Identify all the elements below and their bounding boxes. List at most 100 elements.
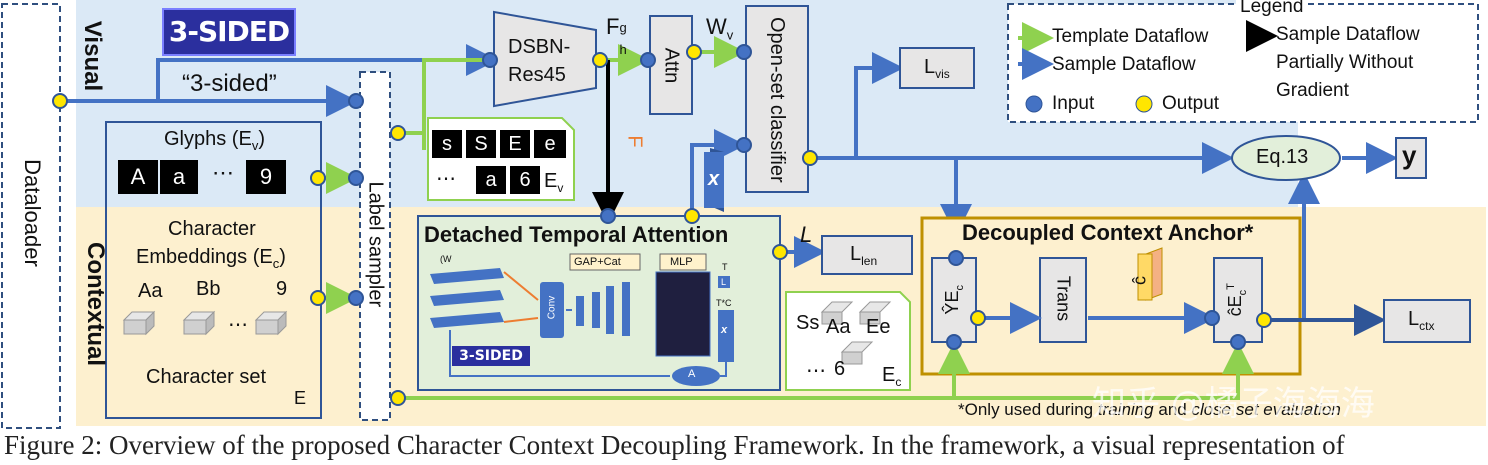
dca-ce-sup: T bbox=[1225, 283, 1238, 290]
legend-template: Template Dataflow bbox=[1052, 26, 1209, 47]
sample-glyph-ellipsis: ⋯ bbox=[436, 168, 456, 190]
dca-chat-label: ĉ bbox=[1129, 276, 1150, 285]
footnote-training: training bbox=[1097, 400, 1154, 419]
llen-label: Llen bbox=[850, 243, 877, 268]
dataloader-label: Dataloader bbox=[20, 159, 45, 267]
label-sampler-box bbox=[359, 71, 391, 421]
wv-label: Wv bbox=[706, 14, 733, 42]
dca-trans-label: Trans bbox=[1053, 275, 1074, 322]
emb-cube-ss: Ss bbox=[796, 312, 820, 334]
sample-glyph-ev: Ev bbox=[544, 170, 563, 195]
sample-glyph-a: a bbox=[476, 166, 506, 194]
dca-ce-text: ĉE bbox=[1225, 295, 1246, 317]
char-emb-label-aa: Aa bbox=[138, 280, 163, 302]
char-set-symbol: E bbox=[294, 388, 307, 408]
char-emb-label-9: 9 bbox=[276, 278, 288, 300]
legend-sample: Sample Dataflow bbox=[1052, 54, 1196, 75]
dca-title: Decoupled Context Anchor* bbox=[962, 220, 1254, 245]
sample-emb-cubes bbox=[820, 301, 892, 365]
legend-title: Legend bbox=[1236, 0, 1308, 18]
sample-glyph-ev-sub: v bbox=[557, 181, 564, 195]
char-emb-line2-sub: c bbox=[272, 256, 280, 271]
llen-sub: len bbox=[861, 254, 878, 268]
mini-L-label: L bbox=[721, 277, 727, 287]
eq13-shape bbox=[1231, 135, 1341, 181]
port-dots bbox=[52, 44, 1272, 406]
attn-shape bbox=[649, 15, 693, 115]
emb-cube-ellipsis: ⋯ bbox=[806, 360, 826, 382]
dca-ce-sub: c bbox=[1236, 289, 1249, 296]
lvis-label: Lvis bbox=[924, 56, 950, 81]
char-emb-line2: Embeddings (Ec) bbox=[136, 246, 286, 271]
emb-cube-ee: Ee bbox=[866, 316, 891, 338]
glyph-a-upper: A bbox=[118, 160, 158, 194]
contextual-lane-label: Contextual bbox=[82, 241, 109, 366]
glyphs-title: Glyphs (Ev) bbox=[164, 128, 265, 153]
char-emb-line2-text: Embeddings (E bbox=[136, 246, 273, 268]
dca-ye-text: ŶE bbox=[942, 290, 963, 315]
mini-conv-label: Conv bbox=[546, 295, 558, 320]
glyphs-title-close: ) bbox=[258, 128, 265, 150]
emb-cube-ec: Ec bbox=[882, 364, 901, 389]
label-sampler-label: Label sampler bbox=[364, 181, 387, 308]
char-emb-ellipsis: ⋯ bbox=[228, 314, 248, 336]
mini-banner: 3-SIDED bbox=[452, 346, 530, 366]
llen-main: L bbox=[850, 243, 862, 265]
eq13-label: Eq.13 bbox=[1256, 146, 1309, 168]
dsbn-shape bbox=[493, 10, 597, 108]
sample-glyph-E: E bbox=[500, 130, 530, 158]
sample-glyph-6: 6 bbox=[510, 166, 540, 194]
footnote-prefix: *Only used during bbox=[958, 400, 1098, 419]
dca-ce-label: ĉEcT bbox=[1225, 267, 1249, 333]
char-set-box bbox=[105, 121, 322, 419]
fh-sub: h bbox=[619, 42, 627, 57]
char-emb-cubes bbox=[122, 310, 288, 336]
figure-caption: Figure 2: Overview of the proposed Chara… bbox=[4, 430, 1345, 460]
char-emb-label-bb: Bb bbox=[196, 278, 221, 300]
footnote: *Only used during training and close set… bbox=[958, 400, 1341, 420]
features-label-text: F bbox=[623, 135, 646, 148]
dca-ye-sub: c bbox=[953, 285, 966, 291]
char-emb-line1: Character bbox=[168, 218, 256, 240]
mini-T-label: T bbox=[722, 262, 728, 272]
dsbn-line1: DSBN- bbox=[508, 36, 571, 58]
mini-mlp-label: MLP bbox=[670, 256, 693, 268]
mini-att-label: A bbox=[688, 368, 696, 380]
legend-box bbox=[1007, 3, 1479, 123]
mini-banner-text: 3-SIDED bbox=[459, 348, 523, 364]
attn-label: Attn bbox=[660, 47, 683, 84]
fh-sup: g bbox=[619, 20, 627, 35]
flow-dataloader-to-dsbn bbox=[156, 44, 498, 101]
lctx-label: Lctx bbox=[1408, 308, 1434, 333]
dta-l-label: L bbox=[800, 222, 813, 247]
glyph-9: 9 bbox=[246, 160, 286, 194]
char-set-label: Character set bbox=[146, 366, 267, 388]
footnote-mid: and bbox=[1153, 400, 1192, 419]
dataloader-box bbox=[1, 3, 61, 429]
x-label: x bbox=[708, 168, 720, 190]
glyphs-title-sub: v bbox=[251, 138, 259, 153]
features-label: F bbox=[623, 92, 646, 192]
mini-tc-label: T*C bbox=[716, 298, 732, 308]
fh-main: F bbox=[606, 14, 620, 39]
legend-sample-nograd-2: Partially Without bbox=[1276, 52, 1414, 73]
classifier-label: Open-set classifier bbox=[766, 17, 788, 183]
banner-text: 3-SIDED bbox=[168, 15, 290, 48]
dsbn-line2: Res45 bbox=[508, 64, 566, 86]
glyphs-title-text: Glyphs (E bbox=[164, 128, 252, 150]
quote-label: “3-sided” bbox=[182, 70, 277, 97]
mini-gap-label: GAP+Cat bbox=[574, 256, 621, 268]
y-output-label: y bbox=[1402, 140, 1417, 170]
dta-mini-diagram bbox=[430, 253, 734, 386]
char-emb-line2-close: ) bbox=[279, 246, 286, 268]
classifier-shape bbox=[745, 5, 809, 193]
lctx-main: L bbox=[1408, 308, 1420, 330]
lctx-sub: ctx bbox=[1419, 319, 1435, 333]
mini-x-label: x bbox=[721, 324, 728, 336]
wv-sub: v bbox=[726, 27, 734, 43]
footnote-close-set: close set evaluation bbox=[1191, 400, 1341, 419]
mini-f1-label: (W bbox=[440, 254, 452, 264]
glyph-a-lower: a bbox=[160, 160, 198, 194]
